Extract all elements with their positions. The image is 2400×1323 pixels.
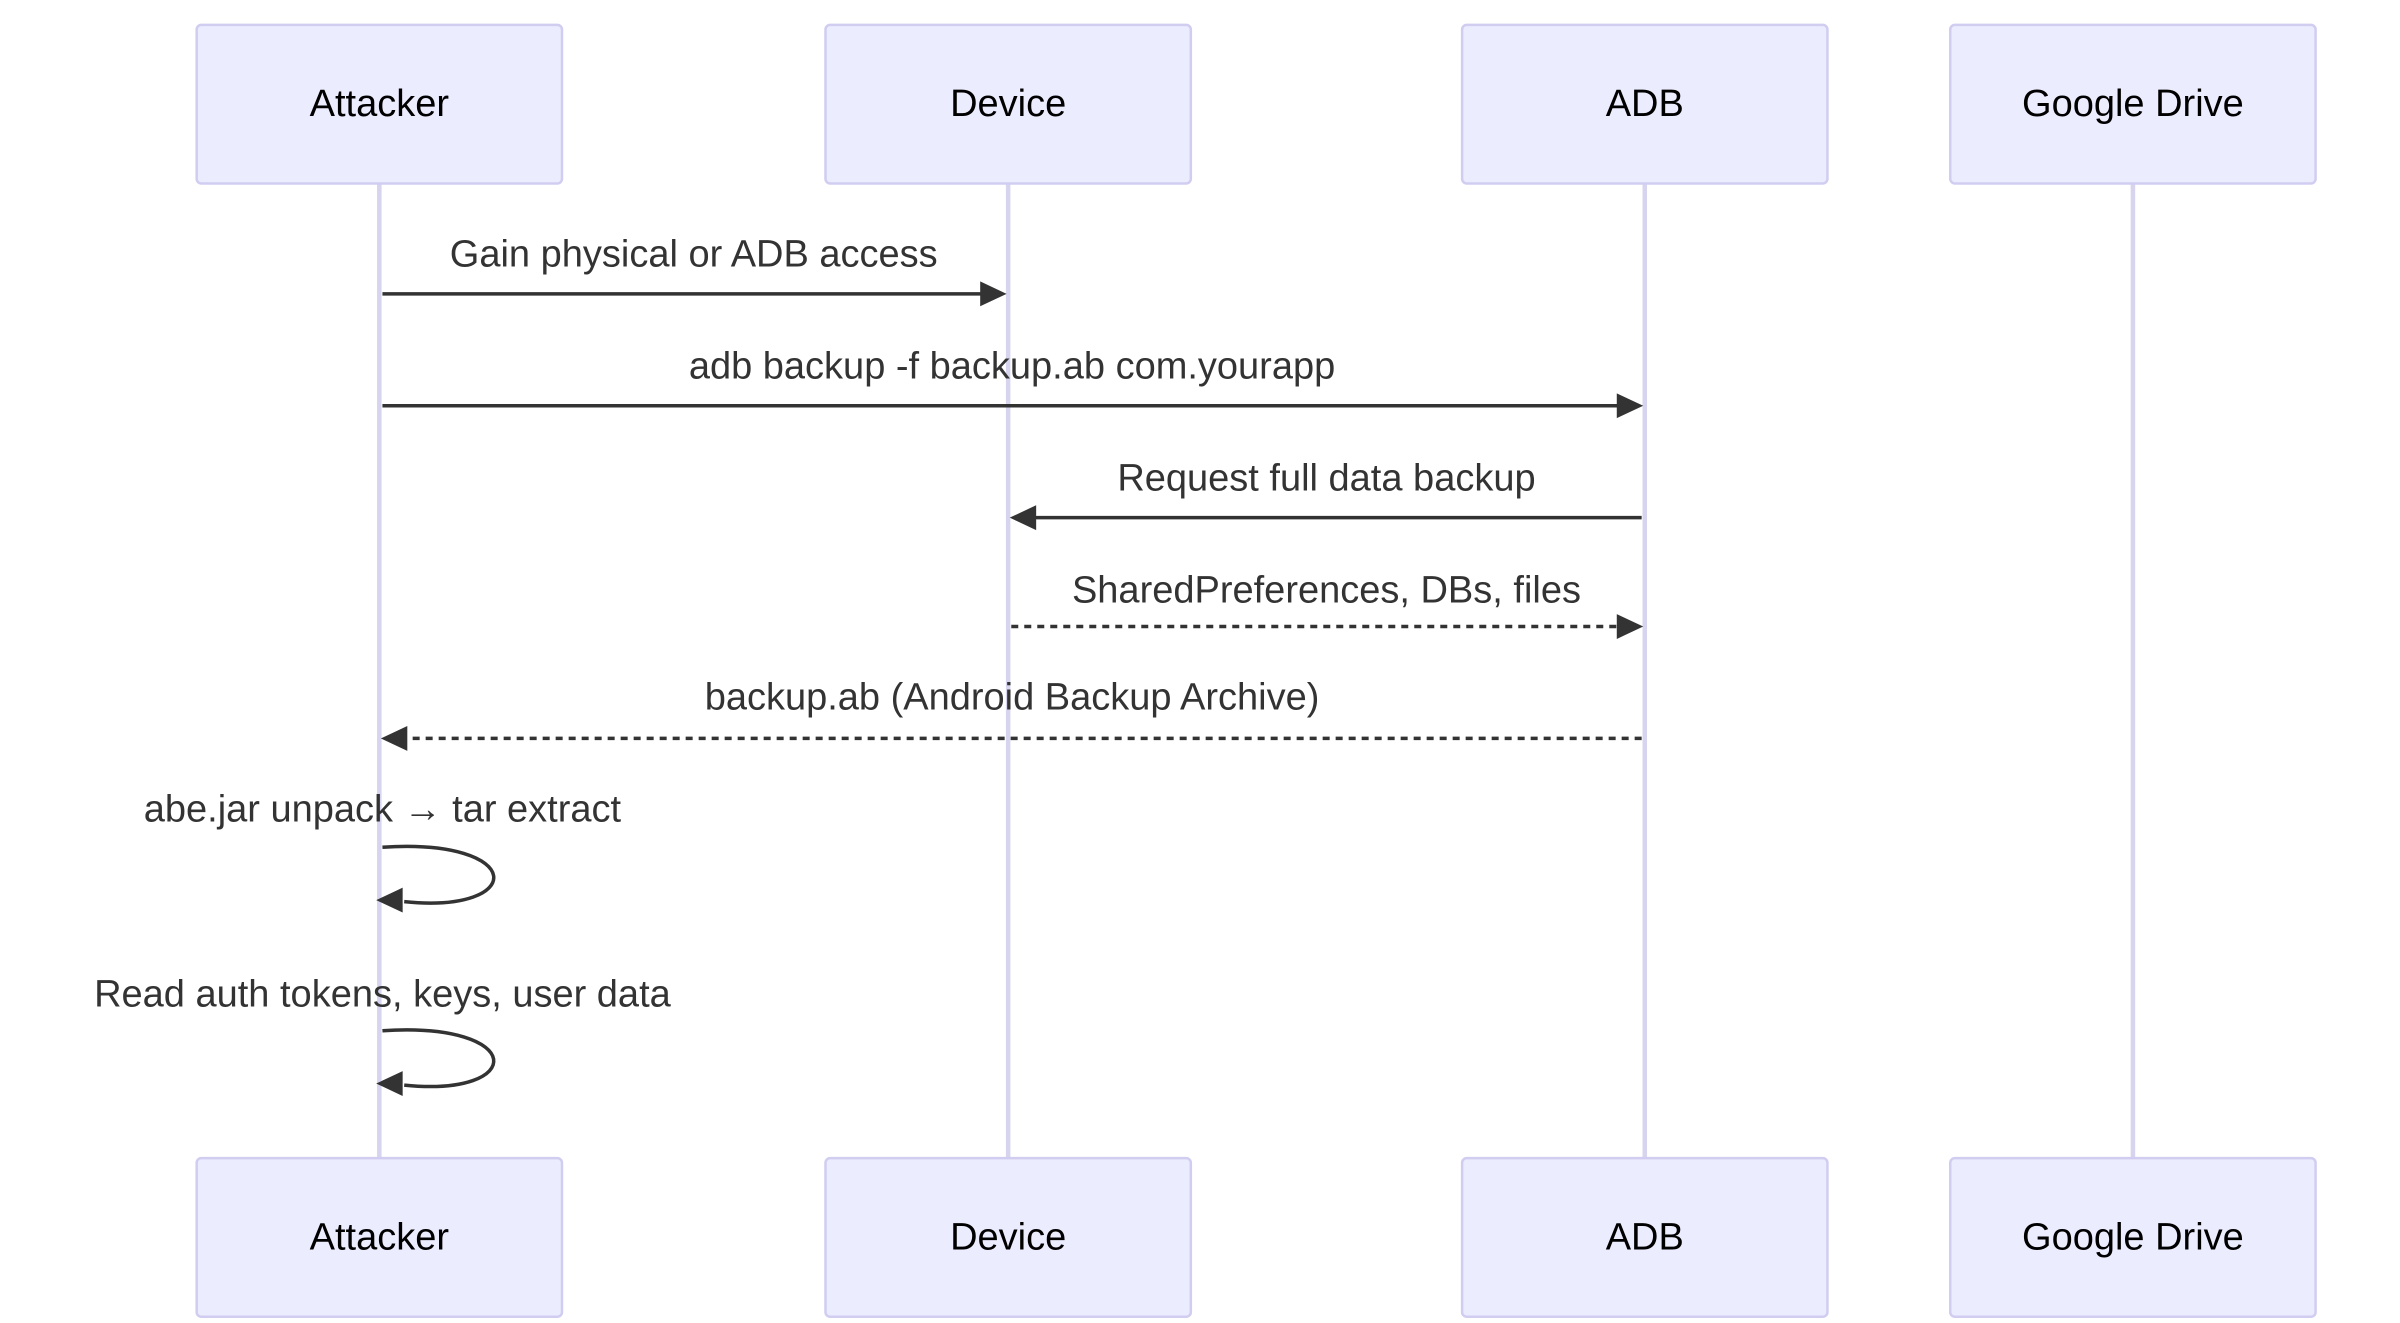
- actors-bottom: Attacker Device ADB Google Drive: [195, 1156, 2317, 1318]
- self-loop-line: [382, 1028, 496, 1089]
- message-4: SharedPreferences, DBs, files: [1011, 569, 1644, 639]
- actor-device-bottom: Device: [824, 1156, 1193, 1318]
- arrowhead-icon: [380, 725, 408, 751]
- actor-gdrive-top: Google Drive: [1948, 23, 2317, 185]
- message-label: adb backup -f backup.ab com.yourapp: [689, 345, 1335, 387]
- message-label: Read auth tokens, keys, user data: [94, 974, 672, 1016]
- message-label: Gain physical or ADB access: [450, 234, 938, 276]
- lifelines: [377, 183, 2136, 1159]
- message-6: abe.jar unpack → tar extract: [144, 789, 622, 913]
- actor-label: Google Drive: [2022, 83, 2244, 125]
- message-label: abe.jar unpack → tar extract: [144, 789, 622, 831]
- actor-label: ADB: [1606, 1216, 1684, 1258]
- actor-label: Device: [950, 1216, 1066, 1258]
- actor-box: [1948, 1156, 2317, 1318]
- message-label: SharedPreferences, DBs, files: [1072, 569, 1581, 611]
- actor-label: ADB: [1606, 83, 1684, 125]
- actor-attacker-top: Attacker: [195, 23, 564, 185]
- message-label: Request full data backup: [1117, 457, 1535, 499]
- actor-box: [195, 23, 564, 185]
- actor-box: [824, 1156, 1193, 1318]
- actor-attacker-bottom: Attacker: [195, 1156, 564, 1318]
- arrowhead-icon: [376, 1071, 403, 1096]
- message-5: backup.ab (Android Backup Archive): [380, 677, 1642, 751]
- arrowhead-icon: [376, 887, 403, 913]
- actor-label: Google Drive: [2022, 1216, 2244, 1258]
- messages: Gain physical or ADB access adb backup -f…: [94, 234, 1644, 1096]
- actor-box: [1460, 23, 1829, 185]
- arrowhead-icon: [1009, 505, 1037, 531]
- actor-box: [1948, 23, 2317, 185]
- message-1: Gain physical or ADB access: [382, 234, 1007, 307]
- actor-adb-top: ADB: [1460, 23, 1829, 185]
- actor-label: Attacker: [310, 1216, 450, 1258]
- self-loop-line: [382, 844, 496, 905]
- message-2: adb backup -f backup.ab com.yourapp: [382, 345, 1644, 419]
- actor-box: [195, 1156, 564, 1318]
- arrowhead-icon: [980, 281, 1007, 307]
- actor-label: Attacker: [310, 83, 450, 125]
- message-7: Read auth tokens, keys, user data: [94, 974, 672, 1096]
- arrowhead-icon: [1616, 393, 1644, 419]
- message-3: Request full data backup: [1009, 457, 1642, 531]
- message-label: backup.ab (Android Backup Archive): [705, 677, 1320, 719]
- actors-top: Attacker Device ADB Google Drive: [195, 23, 2317, 185]
- arrowhead-icon: [1616, 614, 1644, 639]
- actor-box: [824, 23, 1193, 185]
- actor-device-top: Device: [824, 23, 1193, 185]
- actor-box: [1460, 1156, 1829, 1318]
- actor-adb-bottom: ADB: [1460, 1156, 1829, 1318]
- actor-gdrive-bottom: Google Drive: [1948, 1156, 2317, 1318]
- actor-label: Device: [950, 83, 1066, 125]
